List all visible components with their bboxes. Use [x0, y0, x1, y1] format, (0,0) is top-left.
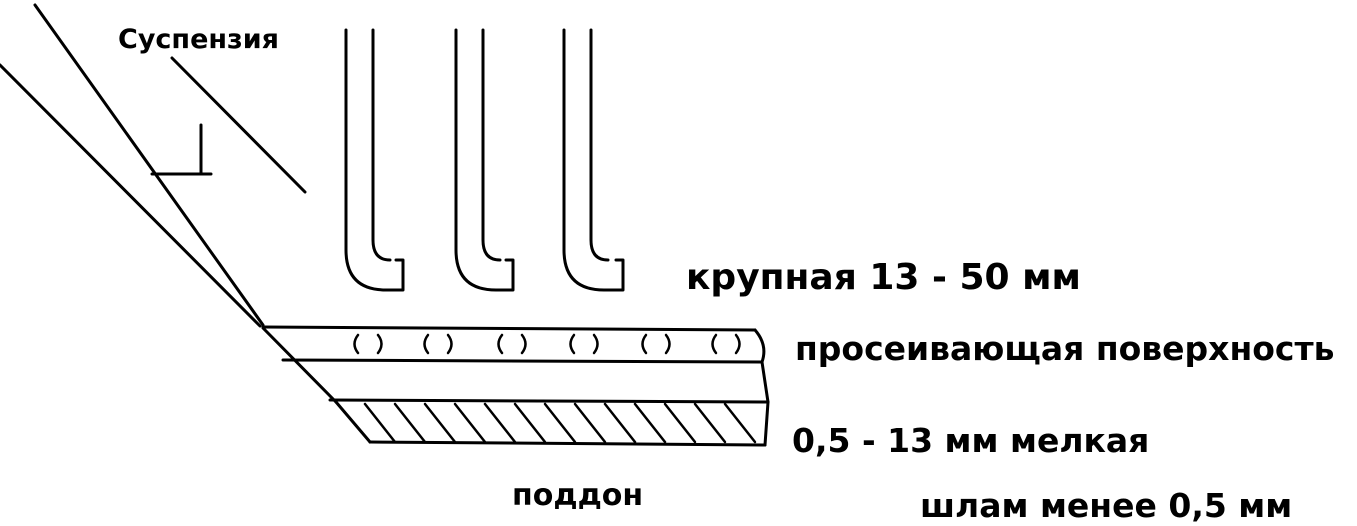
tray-hatching	[363, 402, 757, 444]
screen-deck-end	[753, 328, 766, 364]
suspension-label: Суспензия	[118, 24, 279, 55]
screen-deck-top	[261, 325, 757, 332]
nozzle-3	[562, 28, 625, 292]
tray-bottom-line	[368, 440, 767, 447]
sludge-label: шлам менее 0,5 мм	[920, 486, 1293, 525]
nozzle-2	[454, 28, 515, 292]
screen-mesh	[353, 333, 741, 355]
chute-outer-line	[33, 3, 265, 327]
deck-gap-end	[760, 360, 770, 404]
screening-surface-label: просеивающая поверхность	[795, 329, 1335, 368]
chute-tray-slope	[334, 400, 372, 444]
screen-deck-bottom	[281, 358, 764, 364]
tray-end-line	[763, 400, 770, 447]
large-fraction-label: крупная 13 - 50 мм	[686, 257, 1081, 298]
suspension-guide-line	[170, 56, 307, 194]
fine-fraction-label: 0,5 - 13 мм мелкая	[792, 421, 1150, 460]
nozzle-1	[344, 28, 405, 292]
chute-inner-line	[0, 63, 262, 328]
arrow-down-right-icon	[150, 123, 213, 176]
tray-label: поддон	[512, 478, 644, 513]
tray-top-line	[328, 398, 770, 404]
chute-deck-slope	[261, 326, 338, 404]
